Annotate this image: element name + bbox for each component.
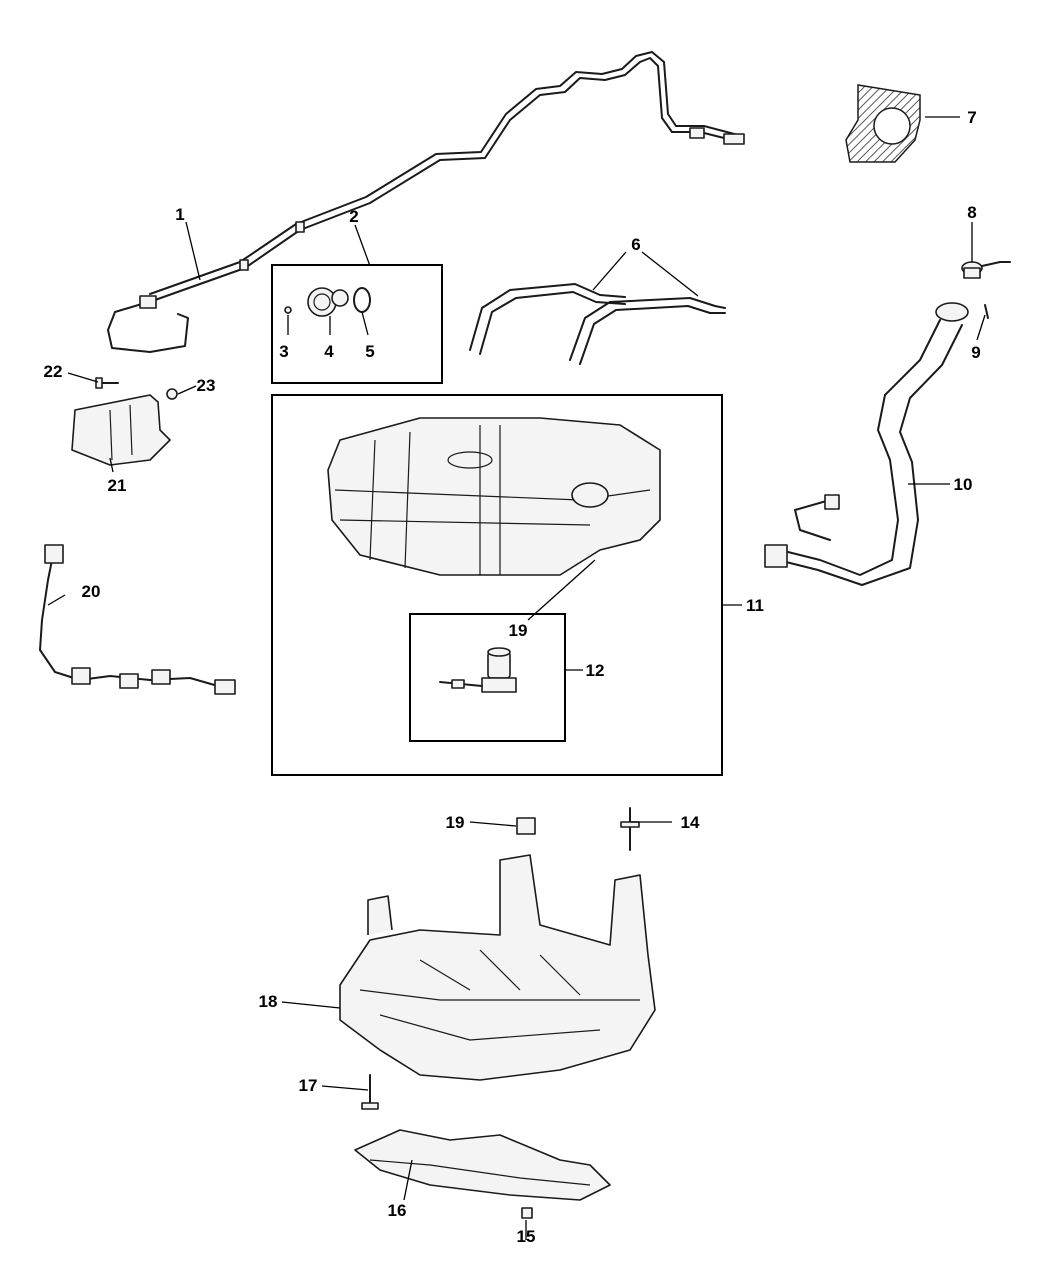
leader-lines	[47, 116, 986, 1240]
screw-part[interactable]	[984, 304, 989, 319]
fuel-pump-kit-box	[271, 264, 443, 384]
callout-2: 2	[349, 207, 358, 226]
fuel-cap-part[interactable]	[961, 261, 1011, 279]
callout-19-isolator: 19	[446, 813, 465, 832]
callout-7: 7	[967, 108, 976, 127]
callout-1: 1	[175, 205, 184, 224]
bolt-part[interactable]	[361, 1074, 379, 1110]
isolator-part[interactable]	[516, 817, 536, 835]
callout-14: 14	[681, 813, 700, 832]
callout-20: 20	[82, 582, 101, 601]
fuel-pump-module-part[interactable]	[439, 647, 517, 693]
fuel-tank-part[interactable]	[327, 417, 661, 576]
callout-5: 5	[365, 342, 374, 361]
lock-ring-part[interactable]	[307, 287, 349, 317]
fuel-line-part[interactable]	[107, 51, 745, 353]
callout-11: 11	[746, 596, 764, 615]
stud-part[interactable]	[620, 807, 640, 851]
callout-4: 4	[324, 342, 334, 361]
heat-shield-part[interactable]	[845, 84, 921, 163]
callout-9: 9	[971, 343, 980, 362]
callout-19-tank: 19	[509, 621, 528, 640]
filler-tube-part[interactable]	[764, 302, 969, 586]
nut-part[interactable]	[521, 1207, 533, 1219]
wiring-harness-part[interactable]	[39, 544, 236, 695]
callout-8: 8	[967, 203, 976, 222]
callout-15: 15	[517, 1227, 536, 1246]
callout-12: 12	[586, 661, 605, 680]
callout-22: 22	[44, 362, 63, 381]
callout-21: 21	[108, 476, 127, 495]
callout-labels: 1 2 3 4 5 6 7 8 9 10 11 19 12 19 14 18 1…	[44, 108, 981, 1246]
fuel-pump-module-box	[409, 613, 566, 742]
retainer-pin-part[interactable]	[284, 306, 292, 314]
fuel-tank-assembly-box	[271, 394, 723, 776]
skid-plate-part[interactable]	[339, 854, 656, 1081]
callout-23: 23	[197, 376, 216, 395]
callout-16: 16	[388, 1201, 407, 1220]
fuel-tank-straps-part[interactable]	[469, 283, 726, 365]
nut-23-part[interactable]	[166, 388, 178, 400]
bracket-part[interactable]	[71, 394, 171, 466]
fuel-pump-seal-part[interactable]	[353, 287, 371, 313]
callout-10: 10	[954, 475, 973, 494]
bolt-22-part[interactable]	[95, 377, 119, 389]
lower-shield-part[interactable]	[354, 1129, 611, 1201]
callout-6: 6	[631, 235, 640, 254]
callout-3: 3	[279, 342, 288, 361]
callout-17: 17	[299, 1076, 318, 1095]
callout-18: 18	[259, 992, 278, 1011]
